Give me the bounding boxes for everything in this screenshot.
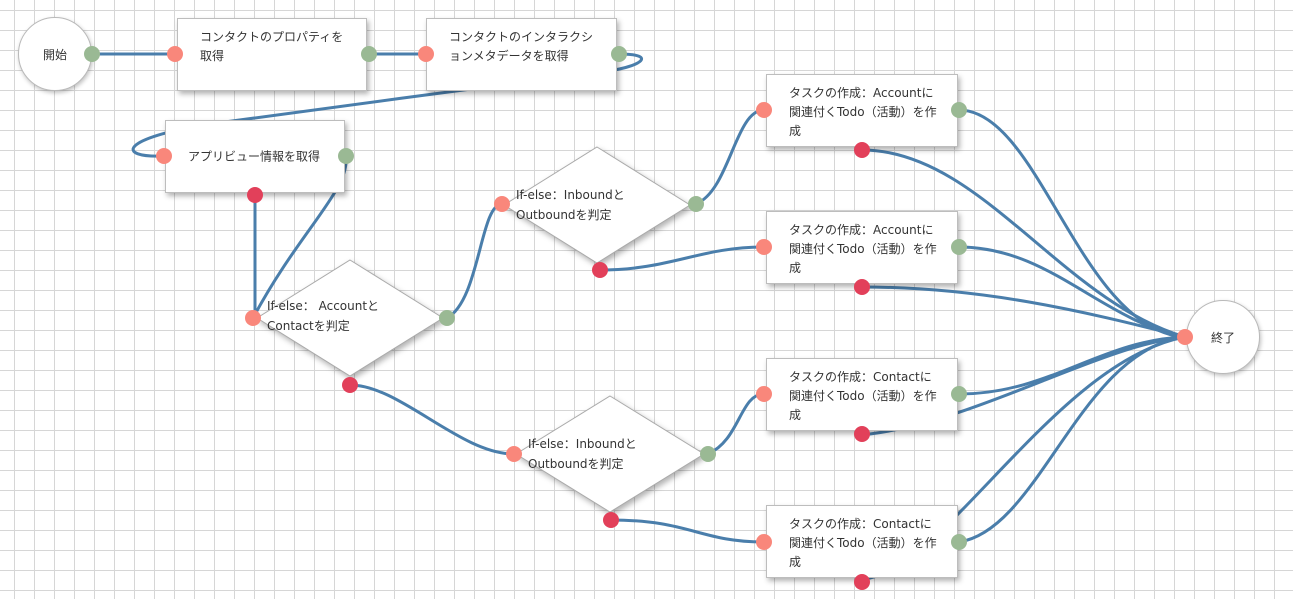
get-interaction-metadata-input-port[interactable]	[418, 46, 434, 62]
ifelse-account-contact-error-port[interactable]	[342, 377, 358, 393]
ifelse-inbound-outbound-1-node[interactable]: If-else：Inboundと Outboundを判定	[502, 145, 692, 265]
edge-ifelse-to-inbound1[interactable]	[445, 202, 504, 320]
start-output-port[interactable]	[84, 46, 100, 62]
ifelse-account-contact-node[interactable]: If-else： Accountと Contactを判定	[255, 258, 445, 378]
end-input-port[interactable]	[1177, 329, 1193, 345]
ifelse-inbound-outbound-1-error-port[interactable]	[592, 262, 608, 278]
task-account-2-label: タスクの作成：Accountに関連付くTodo（活動）を作成	[789, 223, 937, 275]
ifelse-inbound-outbound-2-error-port[interactable]	[603, 512, 619, 528]
edge-app-view-to-ifelse[interactable]	[251, 154, 348, 320]
task-contact-1-input-port[interactable]	[756, 386, 772, 402]
get-app-view-input-port[interactable]	[156, 148, 172, 164]
task-contact-1-node[interactable]: タスクの作成：Contactに関連付くTodo（活動）を作成	[766, 358, 958, 431]
ifelse-account-contact-output-port[interactable]	[439, 310, 455, 326]
ifelse-account-contact-input-port[interactable]	[245, 310, 261, 326]
end-label: 終了	[1210, 330, 1235, 345]
edge-task-account2-err-to-end[interactable]	[860, 285, 1187, 339]
ifelse-inbound-outbound-1-output-port[interactable]	[688, 196, 704, 212]
edge-task-contact1-out-to-end[interactable]	[957, 335, 1187, 396]
ifelse-inbound-outbound-2-input-port[interactable]	[506, 446, 522, 462]
start-label: 開始	[42, 47, 67, 62]
edge-inbound1-to-task-account1[interactable]	[694, 108, 766, 206]
ifelse-inbound-outbound-2-line1: If-else：Inboundと	[528, 437, 637, 451]
task-contact-2-error-port[interactable]	[854, 574, 870, 590]
ifelse-inbound-outbound-2-output-port[interactable]	[700, 446, 716, 462]
task-account-1-output-port[interactable]	[951, 102, 967, 118]
task-contact-2-label: タスクの作成：Contactに関連付くTodo（活動）を作成	[789, 517, 937, 569]
get-interaction-metadata-label: コンタクトのインタラクションメタデータを取得	[449, 30, 594, 63]
task-account-1-error-port[interactable]	[854, 142, 870, 158]
get-app-view-label: アプリビュー情報を取得	[188, 149, 321, 163]
task-contact-1-output-port[interactable]	[951, 386, 967, 402]
edge-meta-to-app-view[interactable]	[131, 52, 644, 158]
ifelse-inbound-outbound-1-input-port[interactable]	[494, 196, 510, 212]
get-app-view-output-port[interactable]	[338, 148, 354, 164]
edge-inbound2-to-task-contact1[interactable]	[706, 392, 766, 456]
edge-ifelse-error-to-inbound2[interactable]	[348, 383, 516, 456]
ifelse-inbound-outbound-1-line2: Outboundを判定	[516, 208, 612, 222]
get-contact-properties-output-port[interactable]	[361, 46, 377, 62]
ifelse-inbound-outbound-1-line1: If-else：Inboundと	[516, 188, 625, 202]
task-account-2-error-port[interactable]	[854, 279, 870, 295]
task-account-1-input-port[interactable]	[756, 102, 772, 118]
task-account-2-node[interactable]: タスクの作成：Accountに関連付くTodo（活動）を作成	[766, 211, 958, 284]
get-app-view-node[interactable]: アプリビュー情報を取得	[165, 120, 345, 193]
edge-inbound2-error-to-task-contact2[interactable]	[609, 518, 766, 544]
edge-task-account1-out-to-end[interactable]	[957, 108, 1187, 339]
task-account-2-output-port[interactable]	[951, 239, 967, 255]
get-contact-properties-label: コンタクトのプロパティを取得	[200, 30, 344, 63]
ifelse-account-contact-line1: If-else： Accountと	[267, 299, 380, 313]
task-account-2-input-port[interactable]	[756, 239, 772, 255]
get-contact-properties-input-port[interactable]	[167, 46, 183, 62]
ifelse-inbound-outbound-2-line2: Outboundを判定	[528, 457, 624, 471]
task-contact-1-label: タスクの作成：Contactに関連付くTodo（活動）を作成	[789, 370, 937, 422]
task-account-1-label: タスクの作成：Accountに関連付くTodo（活動）を作成	[789, 86, 937, 138]
ifelse-inbound-outbound-2-node[interactable]: If-else：Inboundと Outboundを判定	[514, 394, 706, 514]
end-node[interactable]: 終了	[1186, 300, 1260, 374]
task-contact-2-node[interactable]: タスクの作成：Contactに関連付くTodo（活動）を作成	[766, 505, 958, 578]
task-contact-2-input-port[interactable]	[756, 534, 772, 550]
get-interaction-metadata-node[interactable]: コンタクトのインタラクションメタデータを取得	[426, 18, 617, 91]
task-contact-2-output-port[interactable]	[951, 534, 967, 550]
ifelse-account-contact-shape	[256, 259, 444, 377]
get-app-view-error-port[interactable]	[247, 187, 263, 203]
get-contact-properties-node[interactable]: コンタクトのプロパティを取得	[177, 18, 367, 91]
task-account-1-node[interactable]: タスクの作成：Accountに関連付くTodo（活動）を作成	[766, 74, 958, 147]
get-interaction-metadata-output-port[interactable]	[611, 46, 627, 62]
start-node[interactable]: 開始	[18, 17, 92, 91]
edge-task-account1-err-to-end[interactable]	[860, 148, 1187, 339]
task-contact-1-error-port[interactable]	[854, 426, 870, 442]
edge-inbound1-error-to-task-account2[interactable]	[598, 245, 766, 272]
ifelse-account-contact-line2: Contactを判定	[267, 319, 350, 333]
